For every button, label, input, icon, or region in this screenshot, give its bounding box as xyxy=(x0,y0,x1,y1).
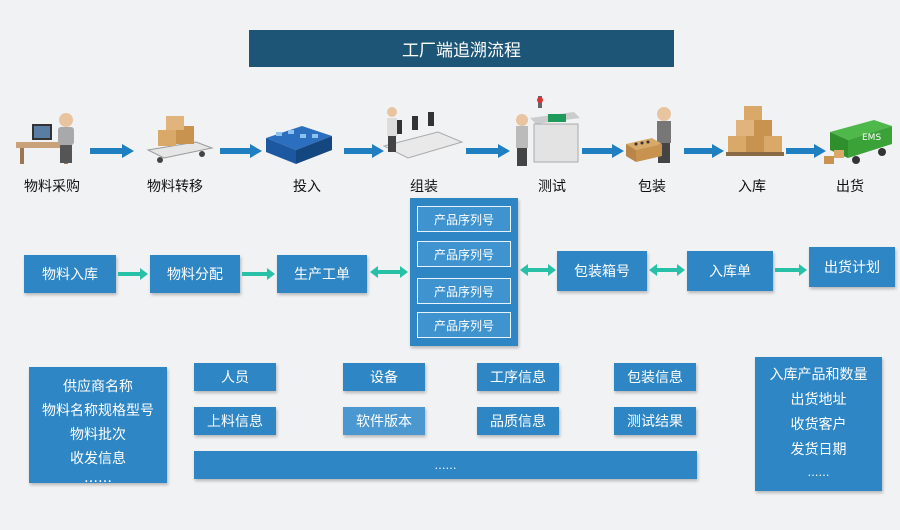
supplier-info-item: 物料批次 xyxy=(70,427,126,443)
step-label-purchase: 物料采购 xyxy=(24,179,80,195)
supplier-info-item: 供应商名称 xyxy=(63,379,133,395)
package-icon xyxy=(626,107,671,163)
info-software: 软件版本 xyxy=(343,407,425,435)
serial-number-box: 产品序列号 xyxy=(417,278,511,304)
svg-text:EMS: EMS xyxy=(862,133,881,143)
transfer-icon xyxy=(146,116,214,163)
process-arrow xyxy=(684,144,724,158)
step-label-assembly: 组装 xyxy=(410,179,438,195)
process-arrow xyxy=(344,144,384,158)
step-label-package: 包装 xyxy=(638,179,666,195)
double-arrow xyxy=(649,264,685,276)
double-arrow xyxy=(370,266,408,278)
flow-arrow xyxy=(118,268,148,280)
shipping-info-item: 入库产品和数量 xyxy=(769,367,868,383)
info-feeding: 上料信息 xyxy=(194,407,276,435)
info-personnel: 人员 xyxy=(194,363,276,391)
info-process: 工序信息 xyxy=(477,363,559,391)
info-quality: 品质信息 xyxy=(477,407,559,435)
process-arrow xyxy=(90,144,134,158)
supplier-info-item: …… xyxy=(84,470,112,486)
box-no-box: 包装箱号 xyxy=(557,251,647,291)
ship-plan-box: 出货计划 xyxy=(809,247,895,287)
test-icon xyxy=(516,96,580,166)
material-dist-box: 物料分配 xyxy=(150,255,240,293)
shipping-info-box: 入库产品和数量 出货地址 收货客户 发货日期 …… xyxy=(755,357,882,491)
step-label-input: 投入 xyxy=(293,179,321,195)
info-package: 包装信息 xyxy=(614,363,696,391)
serial-group: 产品序列号 产品序列号 产品序列号 产品序列号 xyxy=(410,198,518,346)
double-arrow xyxy=(520,264,556,276)
supplier-info-box: 供应商名称 物料名称规格型号 物料批次 收发信息 …… xyxy=(29,367,167,486)
input-icon xyxy=(266,126,332,164)
step-label-ship: 出货 xyxy=(836,179,864,195)
flow-arrow xyxy=(242,268,275,280)
process-arrow xyxy=(466,144,510,158)
step-label-storage: 入库 xyxy=(738,179,766,195)
info-more-bar: …… xyxy=(194,451,697,479)
shipping-info-item: 出货地址 xyxy=(790,392,847,408)
ems-truck-icon: EMS xyxy=(824,120,892,164)
serial-number-box: 产品序列号 xyxy=(417,241,511,267)
info-test-result: 测试结果 xyxy=(614,407,696,435)
serial-number-box: 产品序列号 xyxy=(417,312,511,338)
supplier-info-item: 收发信息 xyxy=(70,451,126,467)
assembly-icon xyxy=(382,107,464,159)
storage-order-box: 入库单 xyxy=(687,251,773,291)
warehouse-icon xyxy=(726,106,784,156)
shipping-info-item: 发货日期 xyxy=(790,442,847,458)
work-order-box: 生产工单 xyxy=(277,255,367,293)
supplier-info-item: 物料名称规格型号 xyxy=(42,403,154,419)
purchase-icon xyxy=(16,113,74,164)
process-arrow xyxy=(582,144,624,158)
shipping-info-item: 收货客户 xyxy=(790,417,847,433)
page-title: 工厂端追溯流程 xyxy=(249,30,674,67)
serial-number-box: 产品序列号 xyxy=(417,206,511,232)
info-equipment: 设备 xyxy=(343,363,425,391)
step-label-test: 测试 xyxy=(538,179,566,195)
flow-arrow xyxy=(775,264,807,276)
step-label-transfer: 物料转移 xyxy=(147,179,203,195)
shipping-info-item: …… xyxy=(807,466,830,479)
process-arrow xyxy=(220,144,262,158)
material-in-box: 物料入库 xyxy=(24,255,116,293)
process-arrow xyxy=(786,144,826,158)
